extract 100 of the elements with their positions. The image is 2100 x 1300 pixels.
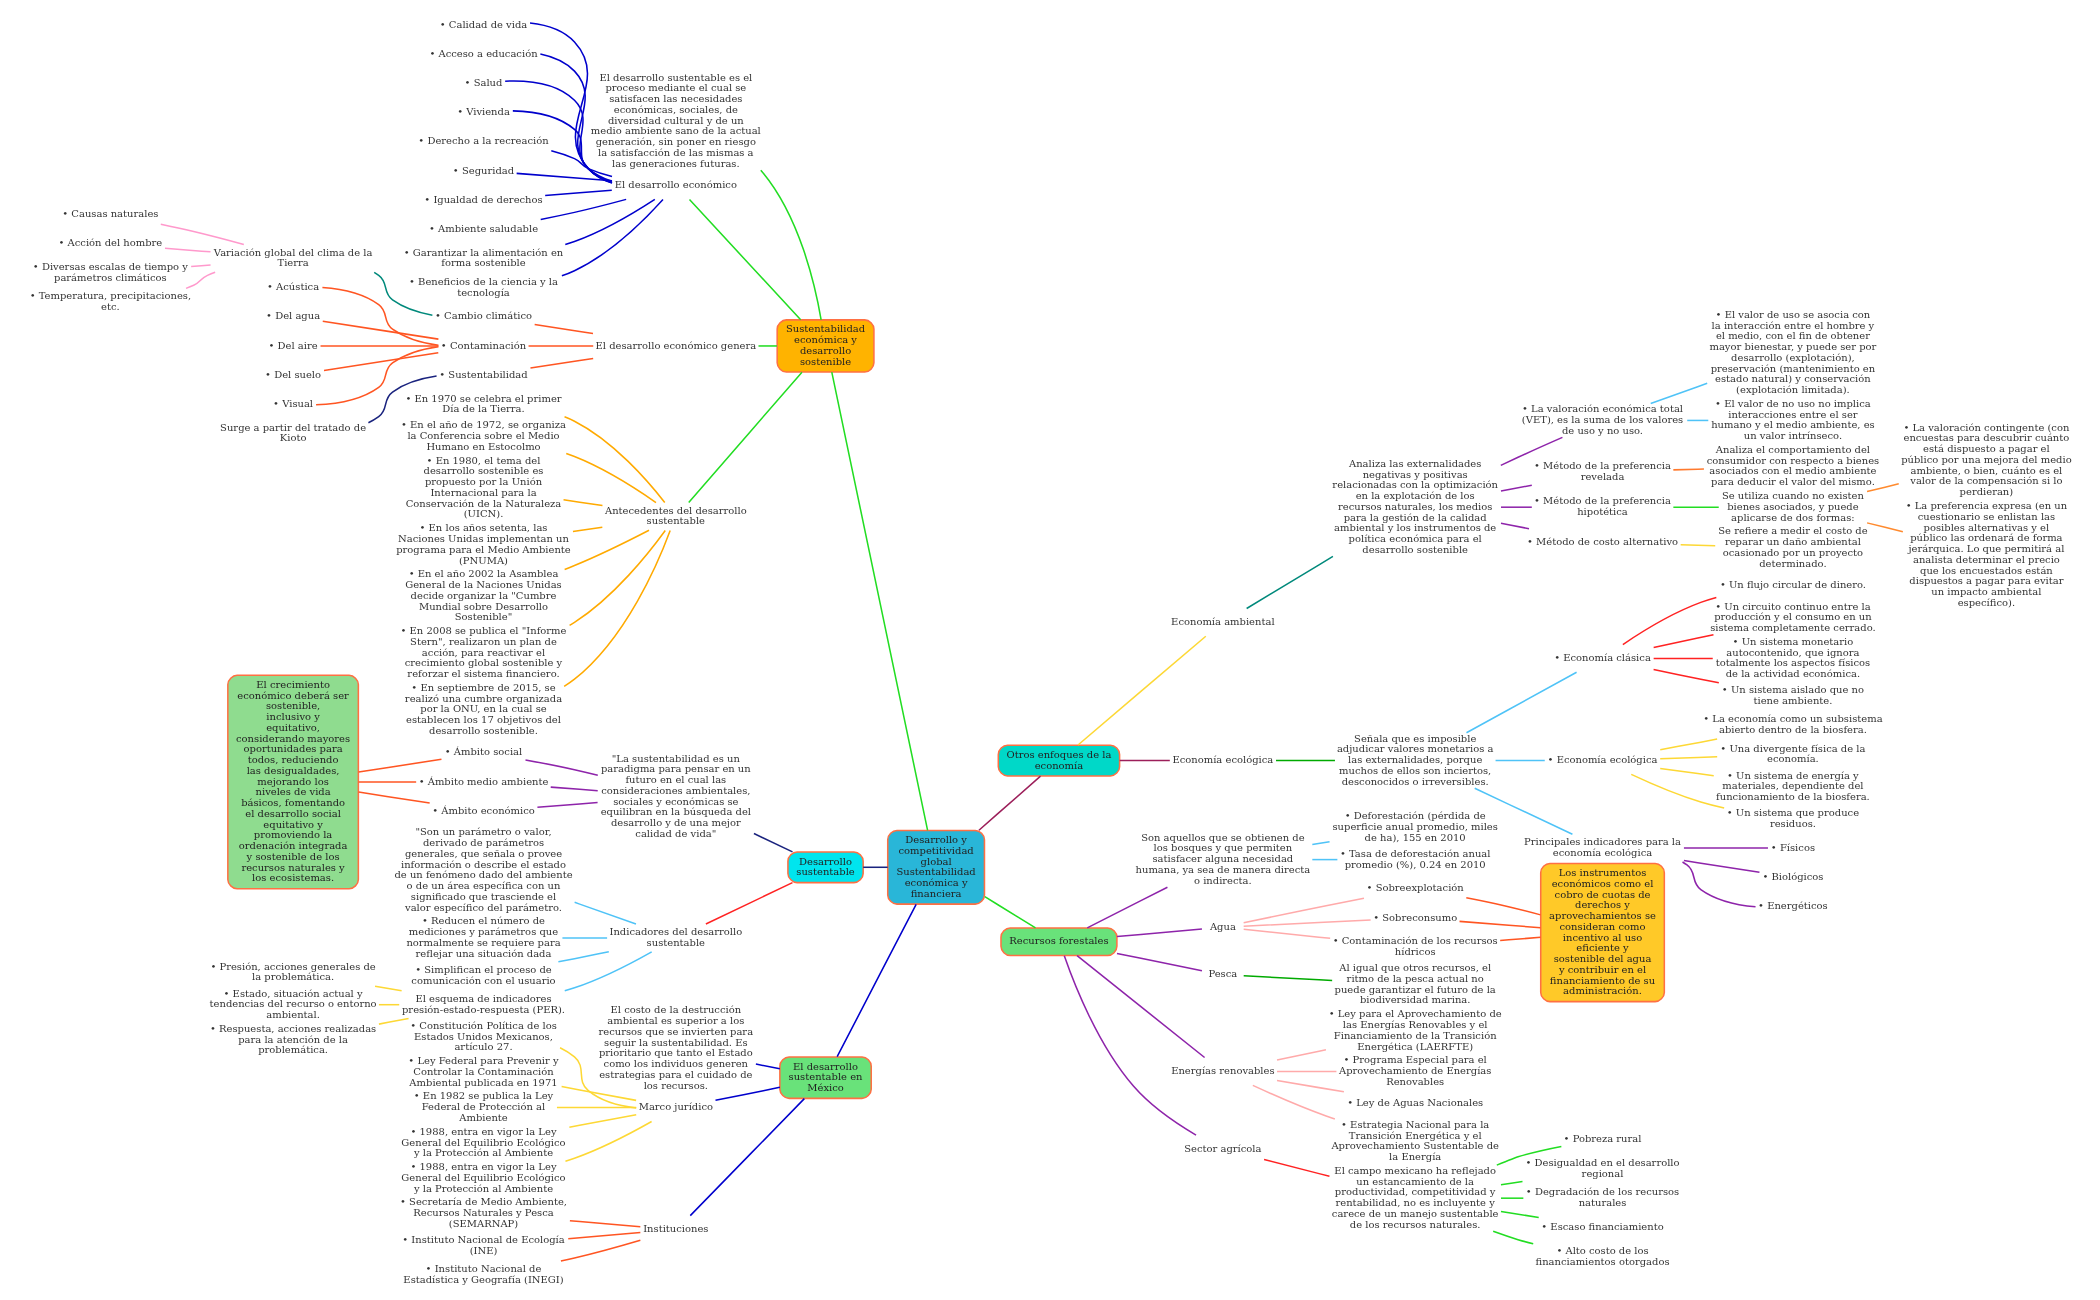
node-text: El esquema de indicadores presión-estado-respuesta (PER). — [401, 992, 565, 1015]
node-box: Desarrollo y competitividad global Sustentabilidad económica y financiera — [886, 829, 985, 905]
node-text: • Sustentabilidad — [438, 368, 528, 380]
node-text: • Respuesta, acciones realizadas para la atención de la problemática. — [209, 1022, 376, 1056]
node-text: • Desigualdad en el desarrollo regional — [1524, 1157, 1680, 1179]
connector — [189, 264, 211, 268]
node-text: Sector agrícola — [1183, 1142, 1261, 1154]
node-text: • En el año de 1972, se organiza la Conferencia sobre el Medio Humano en Estocolmo — [400, 419, 566, 452]
node-text: Marco jurídico — [638, 1101, 713, 1113]
connector — [571, 526, 603, 533]
node-text: • Pobreza rural — [1563, 1133, 1641, 1145]
connector — [1473, 787, 1573, 836]
node-text: • Ambiente saludable — [428, 222, 538, 234]
connector — [1275, 1070, 1337, 1073]
node-text: • Un flujo circular de dinero. — [1719, 579, 1866, 591]
node-text: Analiza las externalidades negativas y positivas relacionadas con la optimización en la explotación de los recursos naturales, los medios para la gestión de la calidad ambiental y los instrumentos de política económica para el desarrollo sostenible — [1331, 457, 1498, 555]
connector — [558, 1046, 637, 1109]
node-text: • Una divergente física de la economía. — [1719, 742, 1865, 765]
connector — [511, 110, 613, 183]
node-text: Surge a partir del tratado de Kioto — [219, 421, 366, 444]
connector — [759, 169, 822, 321]
node-text: • Visual — [272, 397, 313, 409]
node-text: • 1988, entra en vigor la Ley General del Equilibrio Ecológico y la Protección al Ambiente — [400, 1161, 566, 1194]
node-text: El costo de la destrucción ambiental es superior a los recursos que se invierten para seguir la sustentabilidad. Es prioritario que tanto el Estado como los individuos generen estrategias para el cuidado de los recursos. — [598, 1004, 753, 1091]
connector — [861, 866, 888, 869]
node-text: • Tasa de deforestación anual promedio (%), 0.24 en 2010 — [1339, 847, 1490, 870]
connector — [1672, 506, 1719, 508]
connector — [314, 345, 439, 406]
connector — [1086, 886, 1168, 929]
connector — [714, 1086, 781, 1101]
connector — [1118, 759, 1171, 762]
node-text: • Ley Federal para Prevenir y Controlar la Contaminación Ambiental publicada en 1971 — [407, 1055, 559, 1088]
node-text: El desarrollo económico genera — [595, 339, 756, 351]
connector — [568, 529, 666, 627]
node-text: • Igualdad de derechos — [423, 193, 543, 205]
connector — [1275, 1079, 1345, 1093]
node-text: "Son un parámetro o valor, derivado de parámetros generales, que señala o provee información o describe el estado de un fenómeno dado del ambiente o de un área específica con un significado que trasciende el valor específico del parámetro. — [393, 826, 573, 913]
node-text: • Simplifican el proceso de comunicación con el usuario — [410, 963, 556, 986]
node-text: • En 1970 se celebra el primer Día de la Tierra. — [404, 392, 562, 415]
connector — [536, 801, 598, 808]
connector — [564, 1120, 652, 1163]
node-text: • Cambio climático — [434, 310, 532, 322]
node-text: • Del suelo — [264, 368, 321, 380]
node-text: • La economía como un subsistema abierto dentro de la biosfera. — [1702, 713, 1883, 736]
connector — [573, 901, 637, 925]
node-text: • Contaminación de los recursos hídricos — [1332, 935, 1498, 958]
connector — [539, 53, 613, 184]
connector — [1649, 382, 1708, 405]
connector — [1251, 1084, 1336, 1120]
node-text: • Contaminación — [440, 339, 526, 351]
node-text: • Salud — [464, 77, 502, 88]
connector — [319, 345, 439, 347]
node-text: • El valor de uso se asocia con la interacción entre el hombre y el medio, con el fin de obtener mayor bienestar, y puede ser por desarrollo (explotación), preservación (mantenimiento en estado natural) y conservación (explotación limitada). — [1708, 308, 1876, 396]
node-text: Al igual que otros recursos, el ritmo de la pesca actual no puede garantizar el futuro de la biodiversidad marina. — [1334, 962, 1496, 1006]
connector — [704, 881, 793, 925]
connector — [1499, 522, 1530, 530]
node-box: Recursos forestales — [999, 927, 1118, 957]
node-text: • En 1980, el tema del desarrollo sostenible es propuesto por la Unión Internacional para la Conservación de la Naturaleza (UICN). — [405, 454, 561, 520]
node-text: • Reducen el número de mediciones y parámetros que normalmente se requiere para reflejar una situación dada — [405, 915, 561, 959]
node-text: • Beneficios de la ciencia y la tecnología — [408, 275, 558, 298]
connector — [159, 223, 245, 246]
node-text: Economía ambiental — [1170, 615, 1275, 627]
connector — [568, 1114, 637, 1128]
connector — [321, 320, 439, 340]
node-text: • Causas naturales — [61, 208, 158, 220]
connector — [1076, 635, 1207, 746]
connector — [372, 271, 433, 316]
connector — [835, 903, 917, 1058]
connector — [533, 323, 594, 335]
node-text: El campo mexicano ha reflejado un estancamiento de la productividad, competitividad y rentabilidad, no es incluyente y carece de un manejo sustentable de los recursos naturales. — [1331, 1164, 1499, 1230]
node-text: • Derecho a la recreación — [417, 135, 549, 147]
connector — [1115, 928, 1203, 938]
connector — [1499, 506, 1533, 508]
connector — [1242, 975, 1333, 982]
node-text: • Temperatura, precipitaciones, etc. — [29, 290, 191, 313]
node-text: • Diversas escalas de tiempo y parámetros climáticos — [32, 261, 188, 284]
node-text: "La sustentabilidad es un paradigma para pensar en un futuro en el cual las consideraciones ambientales, sociales y económicas se equilibran en la búsqueda del desarrollo y de una mejor calidad de vida" — [600, 752, 751, 839]
connector — [1465, 671, 1577, 734]
node-text: • Un sistema de energía y materiales, dependiente del funcionamiento de la biosfera. — [1715, 769, 1870, 803]
connector — [559, 1239, 641, 1262]
connector — [1652, 657, 1713, 660]
node-text: • Acción del hombre — [57, 237, 162, 249]
connector — [503, 80, 613, 184]
node-text: Principales indicadores para la economía ecológica — [1523, 836, 1681, 859]
node-box: Los instrumentos económicos como el cobro de cuotas de derechos y aprovechamientos se consideran como incentivo al uso eficiente y sostenible del agua y contribuir en el financiamiento de su administración. — [1539, 862, 1665, 1003]
connector — [322, 352, 439, 372]
node-text: • Garantizar la alimentación en forma sostenible — [403, 246, 563, 269]
node-text: Pesca — [1207, 968, 1237, 980]
node-text: • Físicos — [1770, 841, 1815, 853]
node-text: • Un sistema aislado que no tiene ambiente. — [1721, 684, 1864, 707]
connector — [1682, 859, 1760, 873]
connector — [1682, 847, 1769, 849]
connector — [1681, 861, 1756, 908]
node-text: • En septiembre de 2015, se realizó una cumbre organizada por la ONU, en la cual se establecen los 17 objetivos del desarrollo sostenible. — [404, 682, 562, 736]
connector — [563, 529, 650, 571]
node-text: • Estrategia Nacional para la Transición Energética y el Aprovechamiento Sustentable de la Energía — [1330, 1118, 1499, 1163]
node-text: Economía ecológica — [1171, 754, 1273, 766]
connector — [566, 1231, 641, 1240]
node-text: • Estado, situación actual y tendencias del recurso o entorno ambiental. — [209, 987, 377, 1021]
node-text: • Economía ecológica — [1547, 754, 1657, 766]
